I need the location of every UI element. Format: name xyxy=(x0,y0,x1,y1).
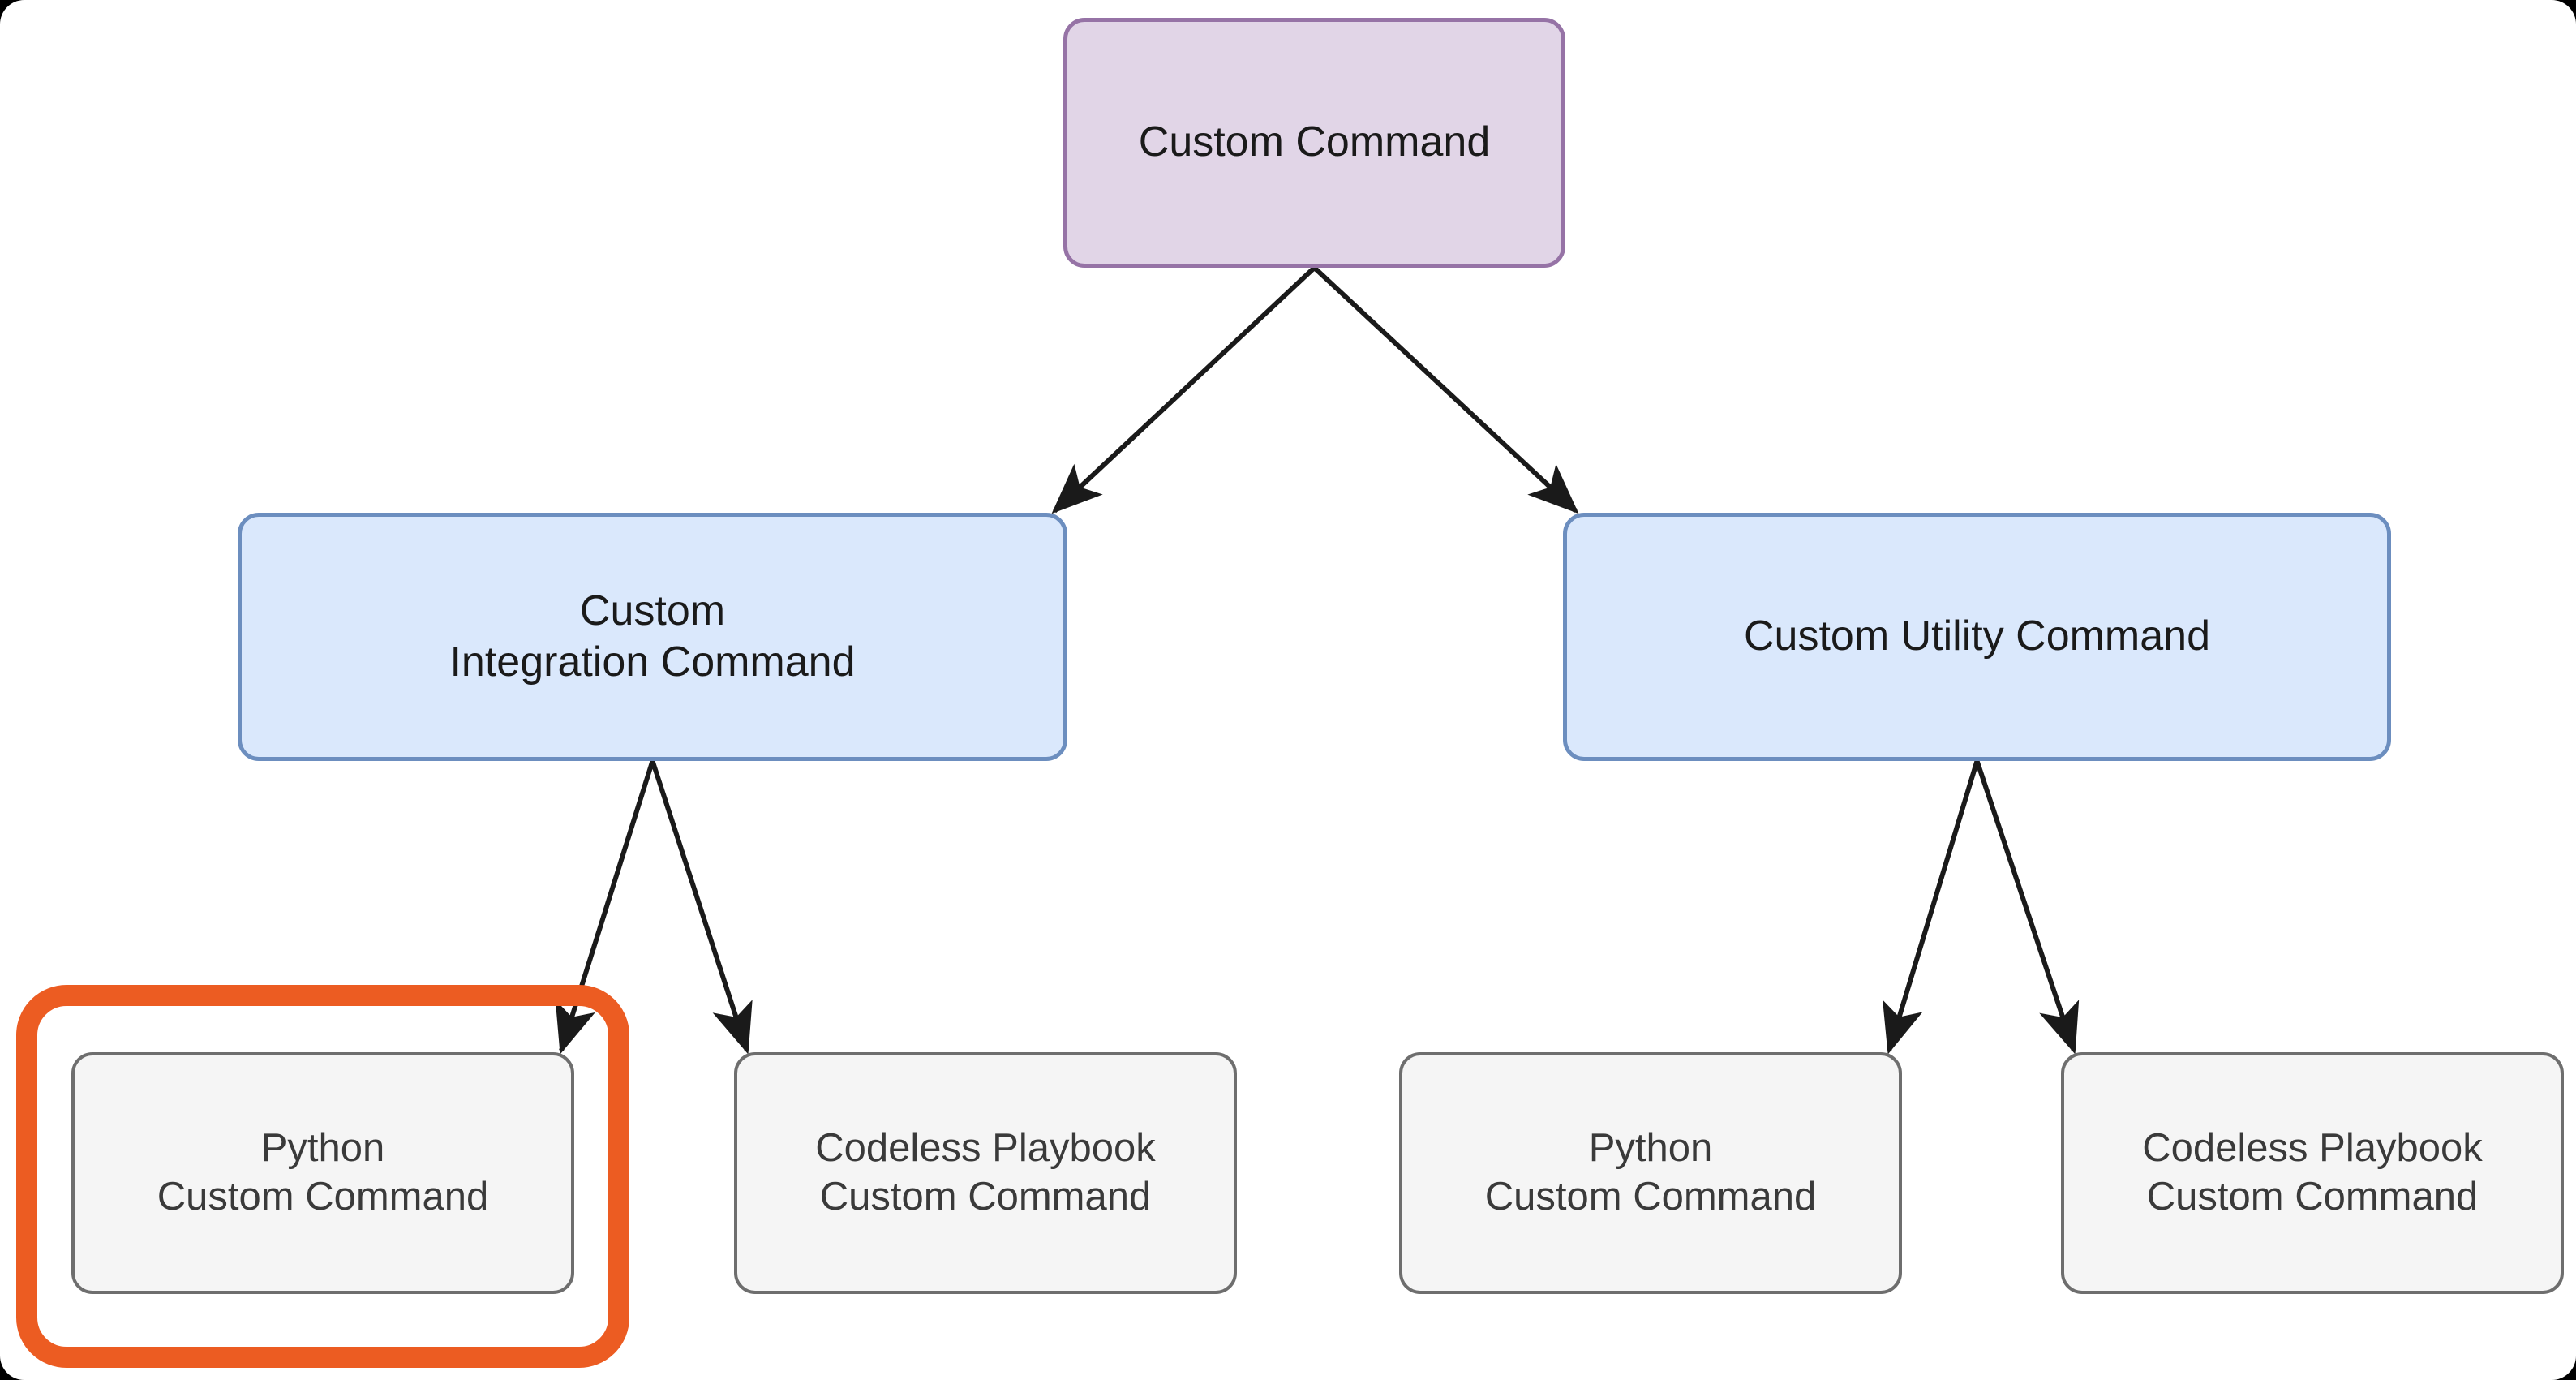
edge-custom-utility-command-to-codeless-playbook-custom-command-utility xyxy=(1974,760,2080,1055)
node-python-custom-command-integration[interactable]: Python Custom Command xyxy=(71,1052,574,1294)
node-python-custom-command-utility[interactable]: Python Custom Command xyxy=(1399,1052,1902,1294)
edge-custom-command-to-custom-integration-command xyxy=(1051,265,1316,514)
edge-custom-command-to-custom-utility-command xyxy=(1312,265,1579,514)
edge-custom-utility-command-to-python-custom-command-utility xyxy=(1883,760,1980,1055)
node-custom-utility-command[interactable]: Custom Utility Command xyxy=(1563,513,2391,761)
node-codeless-playbook-custom-command-utility[interactable]: Codeless Playbook Custom Command xyxy=(2061,1052,2564,1294)
node-custom-command[interactable]: Custom Command xyxy=(1063,18,1565,268)
edge-custom-integration-command-to-codeless-playbook-custom-command-integration xyxy=(650,760,753,1055)
node-codeless-playbook-custom-command-integration[interactable]: Codeless Playbook Custom Command xyxy=(734,1052,1237,1294)
node-custom-integration-command[interactable]: Custom Integration Command xyxy=(238,513,1067,761)
